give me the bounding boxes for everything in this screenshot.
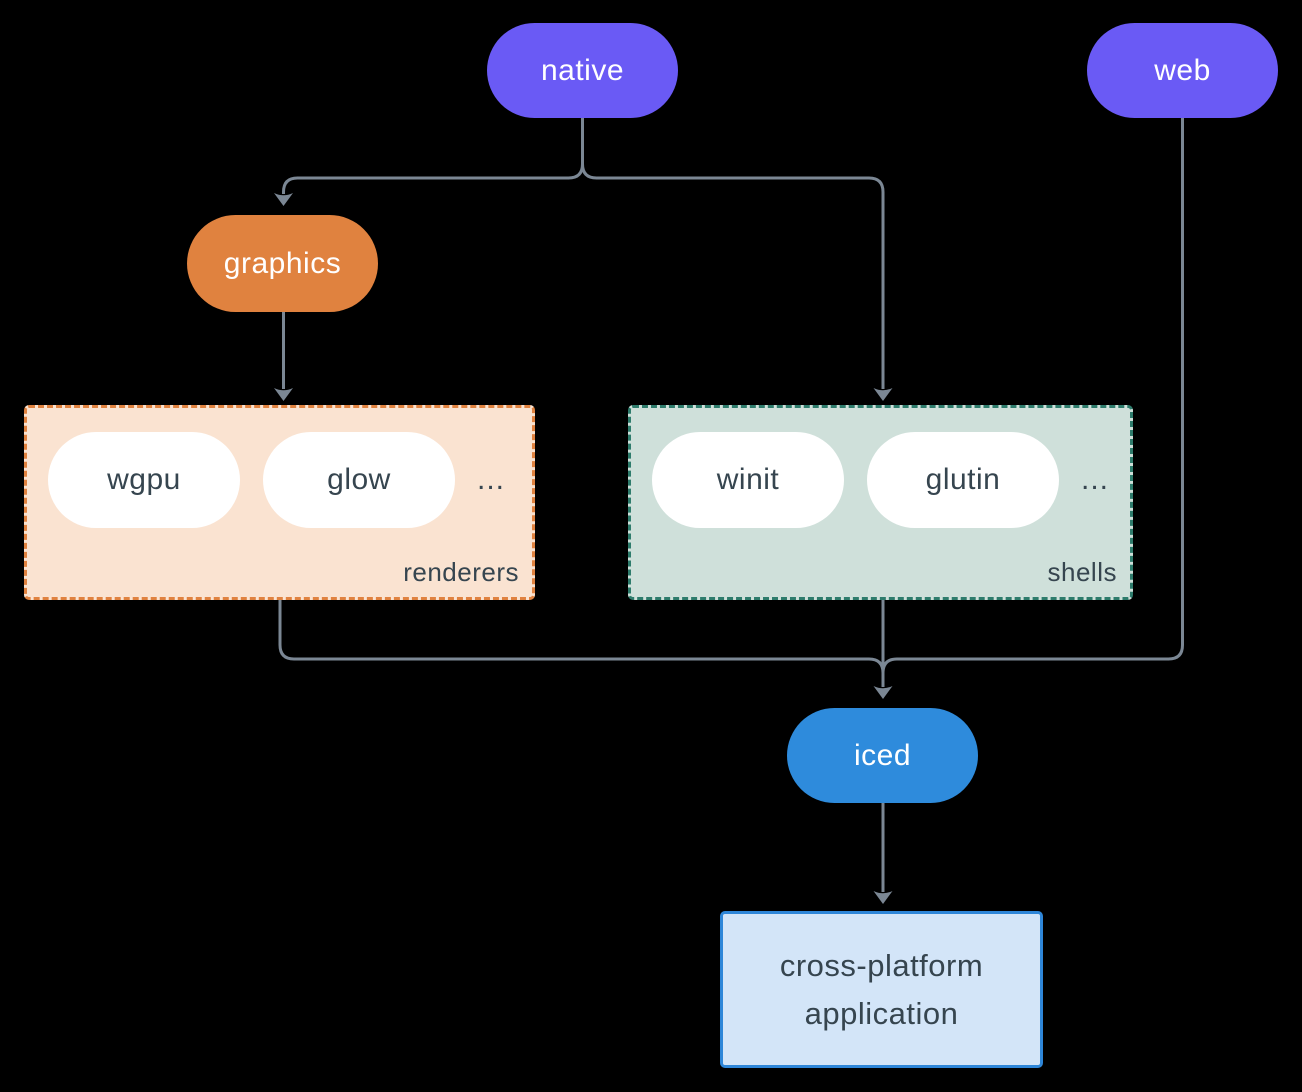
group-shells: winit glutin ... shells — [628, 405, 1133, 600]
renderers-group-label: renderers — [403, 557, 519, 587]
edge-renderers-to-iced — [278, 600, 885, 674]
node-glow: glow — [263, 432, 455, 528]
node-cross-platform-application: cross-platform application — [720, 911, 1043, 1068]
node-glutin: glutin — [867, 432, 1059, 528]
node-iced-label: iced — [853, 738, 912, 772]
node-glow-label: glow — [327, 463, 391, 496]
shells-ellipsis: ... — [1080, 463, 1109, 496]
node-winit: winit — [652, 432, 844, 528]
arrowhead-iced — [873, 686, 893, 699]
arrowhead-shells — [873, 388, 893, 401]
node-web: web — [1087, 23, 1278, 118]
node-graphics-label: graphics — [223, 246, 342, 280]
renderers-ellipsis: ... — [476, 463, 505, 496]
node-wgpu-label: wgpu — [107, 463, 181, 496]
node-wgpu: wgpu — [48, 432, 240, 528]
node-winit-label: winit — [716, 463, 780, 496]
edge-native-to-shells — [581, 163, 885, 389]
arrowhead-graphics — [274, 193, 293, 206]
node-glutin-label: glutin — [925, 463, 1001, 496]
node-iced: iced — [787, 708, 978, 803]
node-native-label: native — [540, 53, 625, 87]
shells-group-label: shells — [1047, 557, 1117, 587]
node-web-label: web — [1154, 53, 1211, 87]
arrowhead-application — [873, 891, 893, 904]
node-graphics: graphics — [187, 215, 378, 312]
node-native: native — [487, 23, 678, 118]
edge-web-to-iced — [881, 118, 1184, 674]
node-application-label: cross-platform application — [779, 947, 984, 1031]
group-renderers: wgpu glow ... renderers — [24, 405, 535, 600]
edge-native-to-graphics — [282, 163, 584, 194]
arrowhead-renderers — [274, 388, 293, 401]
